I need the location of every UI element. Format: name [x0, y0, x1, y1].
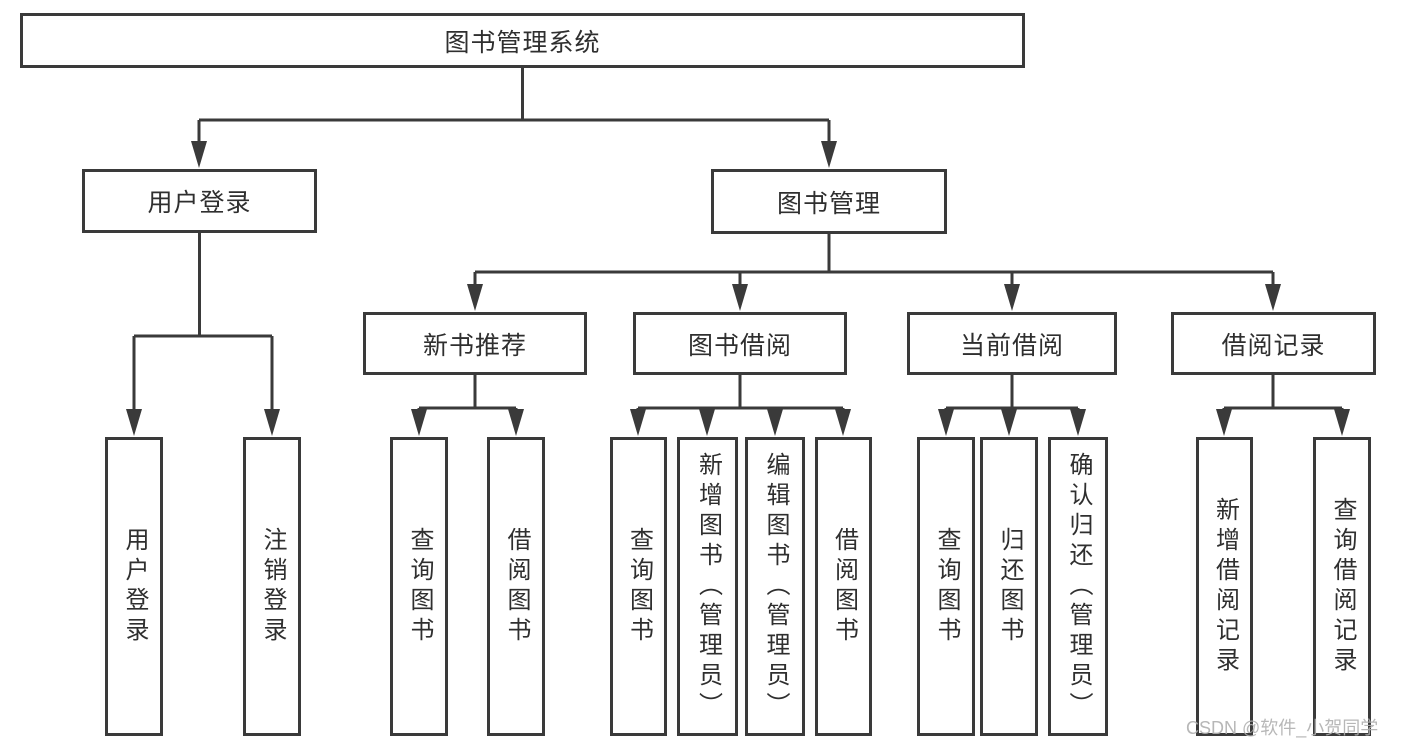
- node-label: 注销登录: [259, 526, 286, 647]
- node-new-book-recommend: 新书推荐: [363, 312, 587, 375]
- node-add-books-admin: 新增图书（管理员）: [677, 437, 738, 736]
- node-user-login: 用户登录: [82, 169, 317, 233]
- node-label: 查询借阅记录: [1329, 496, 1356, 677]
- node-label: 图书借阅: [687, 331, 792, 360]
- node-label: 借阅记录: [1221, 331, 1326, 360]
- node-edit-books-admin: 编辑图书（管理员）: [745, 437, 805, 736]
- node-return-books: 归还图书: [980, 437, 1038, 736]
- node-label: 图书管理: [776, 189, 881, 218]
- csdn-watermark: CSDN @软件_小贺同学: [1186, 718, 1379, 738]
- node-label: 借阅图书: [830, 526, 858, 647]
- node-label: 新增图书（管理员）: [694, 451, 722, 722]
- node-label: 编辑图书（管理员）: [762, 451, 789, 722]
- node-library-management-system: 图书管理系统: [20, 13, 1025, 68]
- node-label: 当前借阅: [959, 331, 1064, 360]
- node-label: 图书管理系统: [444, 28, 601, 57]
- node-book-borrowing: 图书借阅: [633, 312, 847, 375]
- node-label: 确认归还（管理员）: [1065, 451, 1092, 722]
- node-label: 归还图书: [996, 526, 1023, 647]
- node-query-books: 查询图书: [390, 437, 448, 736]
- node-query-books: 查询图书: [917, 437, 975, 736]
- node-book-management: 图书管理: [711, 169, 947, 234]
- node-borrow-books: 借阅图书: [815, 437, 872, 736]
- node-logout: 注销登录: [243, 437, 301, 736]
- node-label: 新增借阅记录: [1211, 496, 1239, 677]
- node-current-borrowing: 当前借阅: [907, 312, 1117, 375]
- node-label: 新书推荐: [422, 331, 527, 360]
- node-borrow-books: 借阅图书: [487, 437, 545, 736]
- node-user-login-leaf: 用户登录: [105, 437, 163, 736]
- node-label: 借阅图书: [503, 526, 530, 647]
- node-confirm-return-admin: 确认归还（管理员）: [1048, 437, 1108, 736]
- node-borrowing-records: 借阅记录: [1171, 312, 1376, 375]
- node-query-books: 查询图书: [610, 437, 667, 736]
- node-query-borrow-record: 查询借阅记录: [1313, 437, 1371, 736]
- node-label: 用户登录: [147, 189, 252, 217]
- node-label: 用户登录: [121, 526, 148, 647]
- node-label: 查询图书: [406, 526, 433, 647]
- node-label: 查询图书: [625, 526, 653, 647]
- node-add-borrow-record: 新增借阅记录: [1196, 437, 1253, 736]
- node-label: 查询图书: [933, 526, 960, 647]
